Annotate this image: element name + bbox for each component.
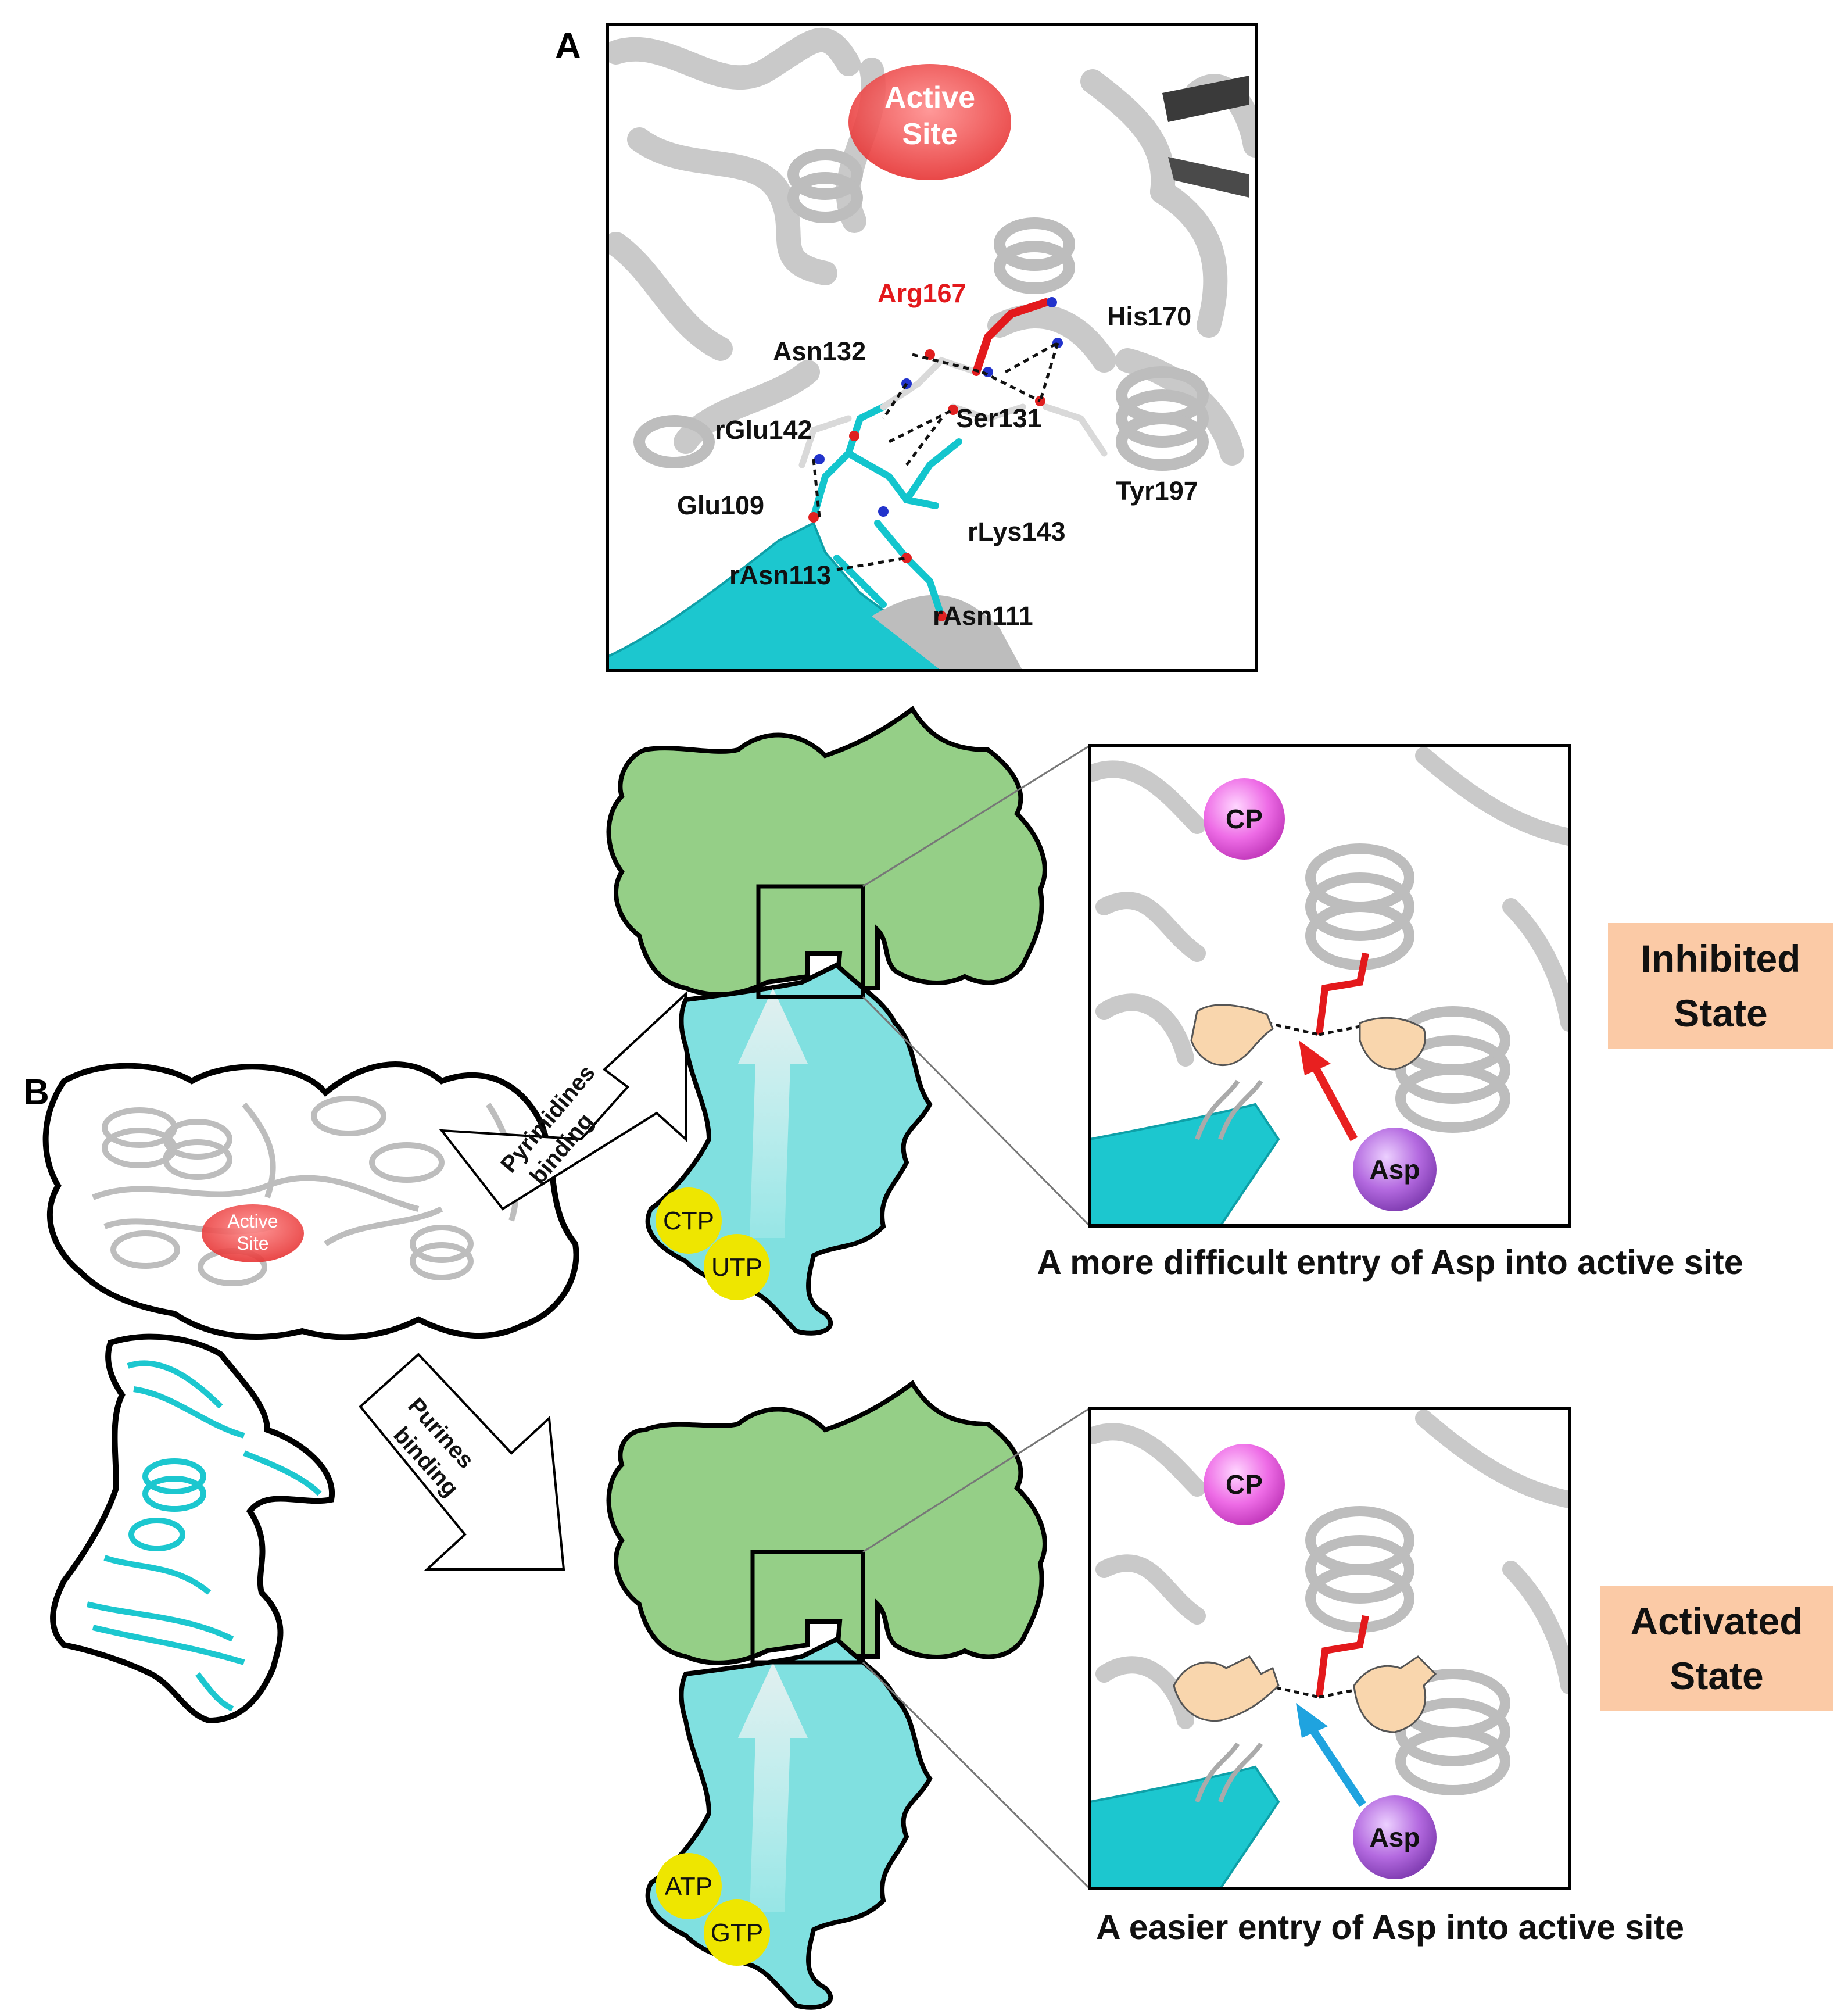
gtp-ligand: [704, 1899, 770, 1966]
panel-a-helices: [633, 149, 1209, 471]
activated-entry-arrow: [1307, 1724, 1366, 1807]
panel-a-letter: A: [555, 26, 581, 66]
label-tyr197: Tyr197: [1116, 476, 1198, 506]
activated-zoom-frame: [1088, 1407, 1571, 1890]
label-rglu142: rGlu142: [715, 415, 812, 445]
left-regulatory-ribbons: [86, 1360, 322, 1712]
activated-state-line1: Activated: [1630, 1600, 1803, 1643]
panel-a-regulatory-ribbon: [607, 521, 943, 671]
inhibited-signal-arrow: [738, 988, 808, 1238]
panel-b-letter: B: [23, 1072, 49, 1112]
panel-a-active-site-line2: Site: [902, 117, 957, 151]
label-arg167: Arg167: [878, 278, 966, 308]
panel-a-frame: [606, 23, 1258, 672]
inhibited-state-line1: Inhibited: [1641, 937, 1801, 980]
panel-a-grey-sticks: [798, 356, 1108, 468]
activated-left-hand: [1173, 1655, 1280, 1722]
pyrimidines-arrow: [439, 991, 687, 1211]
inhibited-zoom-panel: CP Asp: [1090, 746, 1570, 1226]
left-active-site-line1: Active: [227, 1211, 278, 1232]
activated-cp-label: CP: [1226, 1469, 1263, 1500]
inhibited-state-box: [1608, 923, 1833, 1049]
panel-a-dark-strand: [1162, 76, 1249, 122]
utp-label: UTP: [711, 1253, 762, 1282]
panel-a-hbonds: [812, 341, 1059, 571]
activated-asp: [1353, 1795, 1437, 1879]
inhibited-entry-arrow: [1309, 1061, 1358, 1142]
inhibited-asp-label: Asp: [1370, 1154, 1420, 1185]
activated-asp-label: Asp: [1370, 1822, 1420, 1852]
label-rasn111: rAsn111: [933, 601, 1033, 631]
activated-signal-arrow: [738, 1662, 808, 1912]
inhibited-cp: [1204, 778, 1285, 860]
arg167-stick: [972, 298, 1050, 376]
utp-ligand: [704, 1234, 770, 1300]
ctp-label: CTP: [663, 1207, 714, 1235]
purines-arrow: [359, 1353, 565, 1571]
inhibited-state-line2: State: [1674, 992, 1767, 1035]
ctp-ligand: [656, 1187, 722, 1254]
activated-zoom-panel: CP Asp: [1090, 1408, 1570, 1888]
activated-catalytic-shape: [606, 1380, 1047, 1665]
atp-label: ATP: [665, 1872, 712, 1901]
inhibited-catalytic-shape: [606, 706, 1047, 997]
inhibited-cp-label: CP: [1226, 804, 1263, 834]
activated-zoom-box: [750, 1550, 865, 1665]
inhibited-schematic: CTP UTP: [606, 706, 1091, 1336]
label-rlys143: rLys143: [968, 517, 1065, 546]
activated-state-line2: State: [1670, 1654, 1763, 1697]
activated-caption: A easier entry of Asp into active site: [1096, 1908, 1684, 1947]
panel-a-active-site-line1: Active: [884, 81, 975, 115]
left-active-site: [202, 1204, 304, 1262]
activated-state-box: [1600, 1586, 1833, 1711]
inhibited-regulatory-shape: [645, 962, 933, 1336]
label-his170: His170: [1107, 302, 1191, 331]
activated-right-hand: [1353, 1655, 1437, 1733]
gtp-label: GTP: [711, 1919, 763, 1947]
inhibited-zoom-box: [756, 884, 865, 999]
panel-a-structure: Active Site Arg167 His170 Asn132 rGlu142…: [607, 24, 1256, 671]
left-regulatory-domain: [50, 1333, 335, 1724]
panel-a-active-site: [848, 64, 1011, 180]
label-rasn113: rAsn113: [729, 560, 831, 590]
label-glu109: Glu109: [677, 491, 764, 520]
activated-cp: [1204, 1444, 1285, 1525]
atp-ligand: [656, 1853, 722, 1919]
activated-regulatory-shape: [645, 1636, 933, 2010]
inhibited-right-hand: [1359, 1017, 1427, 1071]
panel-a-grey-sheet: [872, 595, 1023, 671]
activated-schematic: ATP GTP: [606, 1380, 1091, 2010]
inhibited-caption: A more difficult entry of Asp into activ…: [1037, 1243, 1743, 1282]
left-active-site-line2: Site: [237, 1233, 268, 1254]
label-asn132: Asn132: [773, 337, 866, 366]
panel-a-cyan-sticks: [810, 403, 962, 620]
label-ser131: Ser131: [956, 403, 1042, 433]
panel-a-dark-strand-2: [1168, 157, 1249, 198]
inhibited-zoom-frame: [1088, 744, 1571, 1228]
inhibited-left-hand: [1190, 1004, 1274, 1067]
inhibited-asp: [1353, 1128, 1437, 1211]
